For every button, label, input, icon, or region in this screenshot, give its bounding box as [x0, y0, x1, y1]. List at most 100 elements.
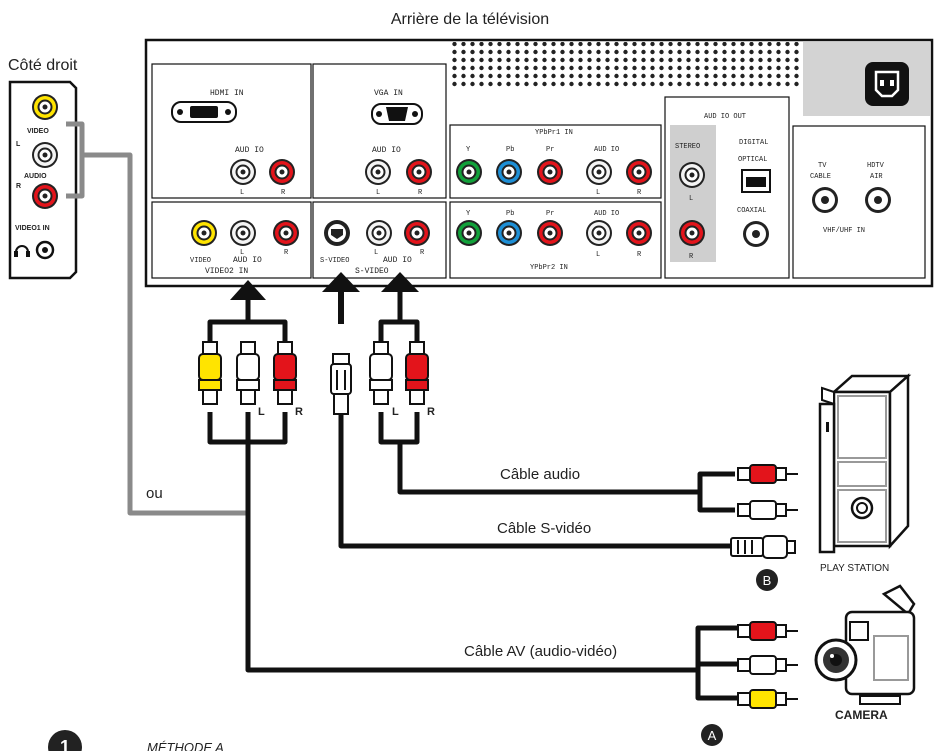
s-video-cable-label: Câble S-vidéo: [497, 520, 591, 537]
side-panel: VIDEO L AUDIO R VIDEO1 IN: [8, 80, 78, 280]
av-cable: [207, 412, 738, 701]
camera-video-plug: [737, 689, 799, 709]
ypbpr1-audio-r-jack[interactable]: [625, 158, 653, 186]
svg-text:A: A: [708, 728, 717, 743]
video2-audio-l-jack[interactable]: [229, 219, 257, 247]
alternate-side-cable: [66, 121, 248, 516]
s-video-jack-label: S-VIDEO: [320, 257, 349, 265]
tv-cable-jack[interactable]: [812, 187, 838, 213]
s-video-cable: [338, 414, 731, 549]
ypbpr1-pb-jack[interactable]: [495, 158, 523, 186]
arrow-up-icon: [381, 272, 419, 292]
plug-top-wires: [207, 292, 420, 342]
hdmi-audio-l-label: L: [240, 189, 244, 197]
arrow-up-icon: [230, 280, 266, 300]
ypbpr2-y-jack[interactable]: [455, 219, 483, 247]
audio-cable-r-plug: [405, 341, 429, 405]
hdmi-in-label: HDMI IN: [210, 89, 244, 98]
ypbpr1-y-label: Y: [466, 146, 471, 154]
headphone-jack[interactable]: [35, 240, 55, 260]
camera-icon: [814, 584, 916, 705]
video2-in-label: VIDEO2 IN: [205, 267, 248, 276]
ps-audio-r-plug: [737, 464, 799, 484]
tv-cable-label-2: CABLE: [810, 173, 831, 181]
vga-audio-label: AUD IO: [372, 146, 401, 155]
side-video-label: VIDEO: [27, 128, 49, 135]
ypbpr1-audio-label: AUD IO: [594, 146, 619, 154]
s-video-jack[interactable]: [324, 220, 350, 246]
video2-l-label: L: [240, 249, 244, 257]
ypbpr2-l-label: L: [596, 251, 600, 259]
camera-audio-r-plug: [737, 621, 799, 641]
s-video-audio-label: AUD IO: [383, 256, 412, 265]
headphone-icon: [14, 245, 30, 257]
or-label: ou: [146, 485, 163, 502]
hdmi-audio-r-jack[interactable]: [268, 158, 296, 186]
side-audio-l-jack[interactable]: [31, 141, 59, 169]
ypbpr1-in-label: YPbPr1 IN: [535, 129, 573, 137]
s-video-section-label: S-VIDEO: [355, 267, 389, 276]
s-video-audio-l-jack[interactable]: [365, 219, 393, 247]
av-audio-r-plug: [273, 341, 297, 405]
av-video-plug: [198, 341, 222, 405]
hdmi-audio-label: AUD IO: [235, 146, 264, 155]
av-cable-label: Câble AV (audio-vidéo): [464, 643, 617, 660]
side-video1-in-label: VIDEO1 IN: [15, 225, 50, 232]
play-station-console: [818, 373, 912, 554]
audio-cable-label: Câble audio: [500, 466, 580, 483]
hdtv-air-label-2: AIR: [870, 173, 883, 181]
ypbpr2-audio-l-jack[interactable]: [585, 219, 613, 247]
audio-plug-r-label: R: [427, 406, 435, 418]
ypbpr1-r-label: R: [637, 189, 642, 197]
hdmi-audio-l-jack[interactable]: [229, 158, 257, 186]
vga-audio-l-jack[interactable]: [364, 158, 392, 186]
hdtv-air-jack[interactable]: [865, 187, 891, 213]
ypbpr1-pr-label: Pr: [546, 146, 554, 154]
vga-audio-r-label: R: [418, 189, 423, 197]
ypbpr2-audio-label: AUD IO: [594, 210, 619, 218]
badge-b: B: [756, 569, 778, 591]
ypbpr1-pb-label: Pb: [506, 146, 514, 154]
svg-text:B: B: [763, 573, 772, 588]
audio-plug-l-label: L: [392, 406, 399, 418]
stereo-label: STEREO: [675, 143, 700, 151]
ypbpr1-pr-jack[interactable]: [536, 158, 564, 186]
optical-port[interactable]: [741, 169, 771, 193]
camera-label: CAMERA: [835, 708, 888, 722]
step-number-badge: 1: [48, 730, 82, 751]
video2-audio-r-jack[interactable]: [272, 219, 300, 247]
audio-out-r-label: R: [689, 253, 694, 261]
audio-out-l-jack[interactable]: [678, 161, 706, 189]
side-audio-r-jack[interactable]: [31, 182, 59, 210]
video2-r-label: R: [284, 249, 289, 257]
ypbpr2-pr-jack[interactable]: [536, 219, 564, 247]
ypbpr1-l-label: L: [596, 189, 600, 197]
av-plug-r-label: R: [295, 406, 303, 418]
audio-out-l-label: L: [689, 195, 693, 203]
side-video-jack[interactable]: [31, 93, 59, 121]
video2-audio-label: AUD IO: [233, 256, 262, 265]
video2-video-jack[interactable]: [190, 219, 218, 247]
audio-out-r-jack[interactable]: [678, 219, 706, 247]
ypbpr1-audio-l-jack[interactable]: [585, 158, 613, 186]
ypbpr2-pb-jack[interactable]: [495, 219, 523, 247]
svg-text:1: 1: [60, 737, 70, 751]
vga-audio-r-jack[interactable]: [405, 158, 433, 186]
s-video-audio-r-jack[interactable]: [403, 219, 431, 247]
s-video-plug: [330, 353, 352, 415]
hdmi-port[interactable]: [171, 101, 237, 123]
ypbpr1-y-jack[interactable]: [455, 158, 483, 186]
av-plug-l-label: L: [258, 406, 265, 418]
ypbpr2-r-label: R: [637, 251, 642, 259]
vga-port[interactable]: [371, 103, 423, 125]
optical-label: OPTICAL: [738, 156, 767, 164]
tv-back-title: Arrière de la télévision: [391, 11, 549, 28]
tv-back-panel: HDMI IN AUD IO L R VGA IN AUD IO L R VID…: [144, 38, 934, 288]
side-r-label: R: [16, 183, 21, 190]
ypbpr2-audio-r-jack[interactable]: [625, 219, 653, 247]
audio-out-label: AUD IO OUT: [704, 113, 746, 121]
ypbpr2-pr-label: Pr: [546, 210, 554, 218]
ypbpr2-y-label: Y: [466, 210, 471, 218]
coaxial-jack[interactable]: [743, 221, 769, 247]
